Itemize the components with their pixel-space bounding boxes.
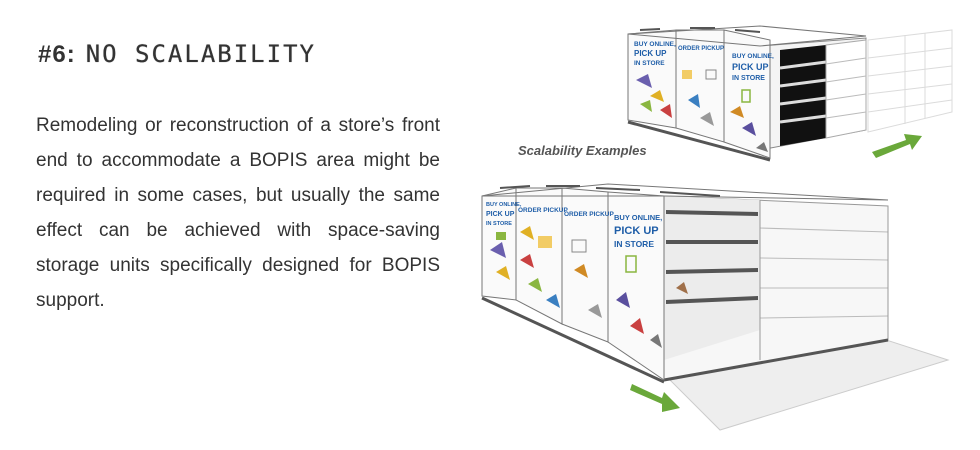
page-heading: #6: NO SCALABILITY — [38, 40, 316, 69]
top-buy-online-1: BUY ONLINE, — [634, 41, 676, 48]
heading-number: #6: — [38, 41, 76, 68]
top-buy-online-4: BUY ONLINE, — [732, 53, 774, 60]
top-buy-online-2: PICK UP — [634, 49, 667, 58]
tablet-icon — [741, 89, 751, 103]
illustration-caption: Scalability Examples — [518, 143, 647, 158]
heading-title: NO SCALABILITY — [85, 40, 316, 68]
box-icon — [571, 239, 587, 253]
bottom-order-pickup-1: ORDER PICKUP — [518, 207, 569, 214]
bottom-buy-online-4: BUY ONLINE, — [614, 213, 662, 222]
bottom-buy-online-2: PICK UP — [486, 211, 515, 218]
bottom-buy-online-1: BUY ONLINE, — [486, 202, 522, 208]
top-order-pickup-1: ORDER PICKUP — [678, 46, 724, 52]
top-buy-online-5: PICK UP — [732, 62, 769, 72]
tag-icon — [496, 232, 506, 240]
box-icon — [682, 70, 692, 79]
top-buy-online-6: IN STORE — [732, 75, 765, 82]
box-icon — [538, 236, 552, 248]
tablet-icon — [625, 255, 637, 273]
bottom-buy-online-3: IN STORE — [486, 221, 512, 227]
bottom-order-pickup-2: ORDER PICKUP — [564, 211, 615, 218]
box-icon — [705, 69, 717, 80]
body-paragraph: Remodeling or reconstruction of a store’… — [36, 115, 440, 311]
arrow-right-icon — [630, 384, 680, 412]
bottom-buy-online-5: PICK UP — [614, 225, 659, 237]
top-storage-units: BUY ONLINE, PICK UP IN STORE ORDER PICKU… — [627, 25, 953, 162]
bottom-storage-units: BUY ONLINE, PICK UP IN STORE ORDER PICKU… — [481, 183, 950, 431]
bottom-buy-online-6: IN STORE — [614, 239, 654, 249]
top-buy-online-3: IN STORE — [634, 60, 665, 67]
arrow-right-icon — [872, 134, 922, 158]
